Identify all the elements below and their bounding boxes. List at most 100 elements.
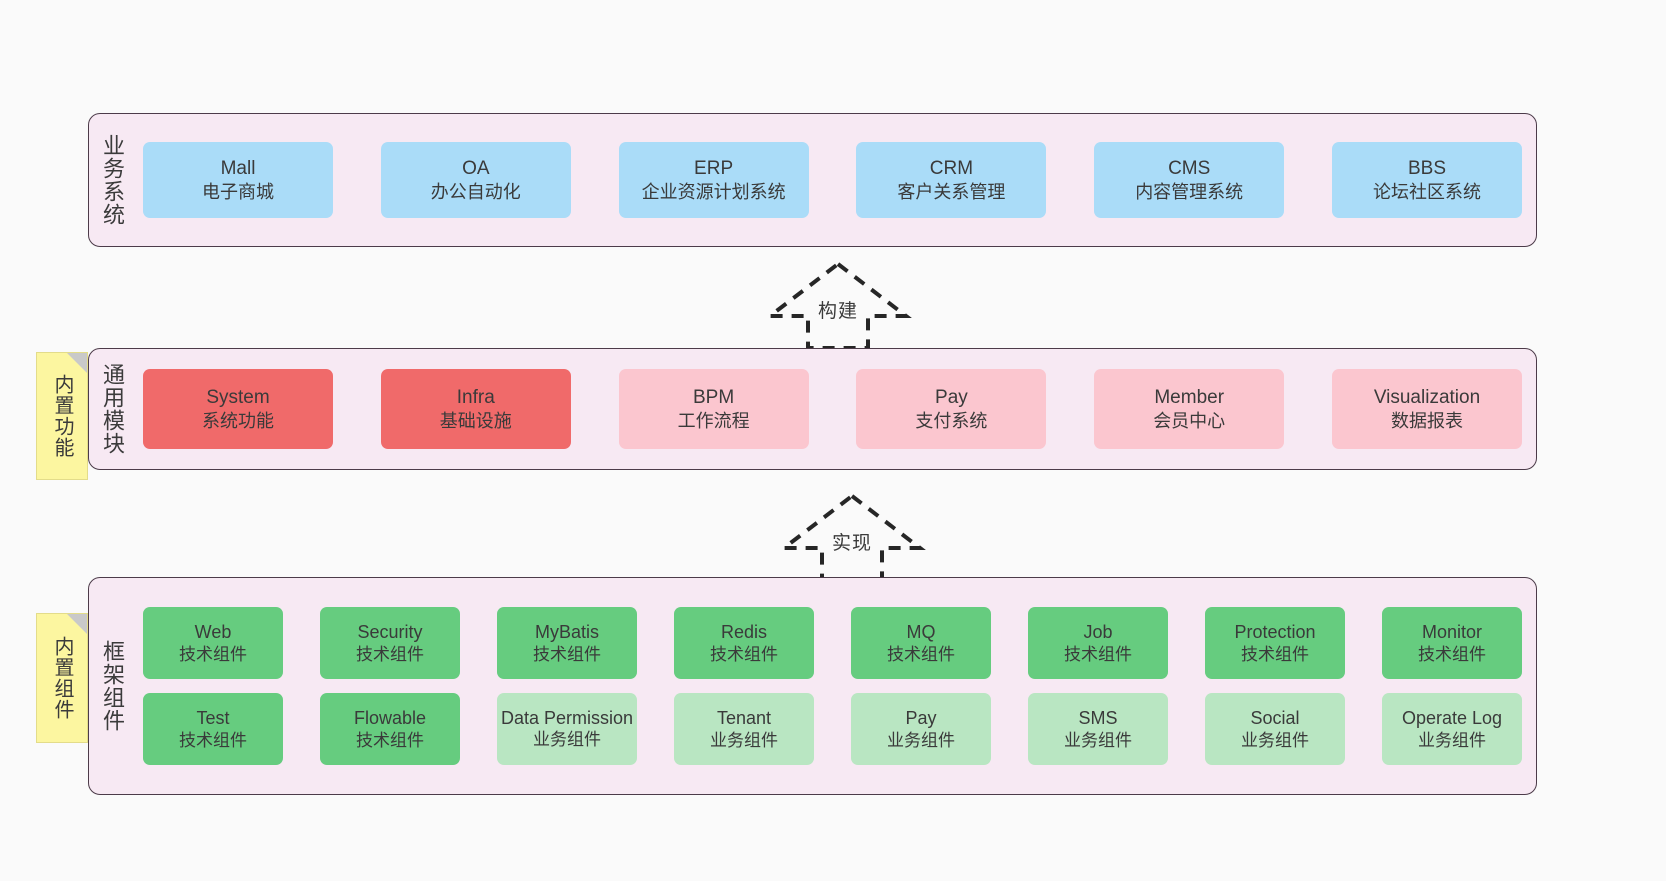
card-bpm[interactable]: BPM 工作流程 <box>618 369 809 449</box>
card-title-en: Tenant <box>716 708 772 729</box>
card-title-en: Infra <box>456 386 495 408</box>
card-title-cn: 技术组件 <box>1241 644 1309 664</box>
card-title-en: Test <box>196 708 230 729</box>
card-title-cn: 论坛社区系统 <box>1372 181 1481 202</box>
note-fold-corner-icon <box>67 353 87 373</box>
note-fold-corner-icon <box>67 614 87 634</box>
card-security[interactable]: Security 技术组件 <box>320 607 460 679</box>
card-mq[interactable]: MQ 技术组件 <box>851 607 991 679</box>
card-oa[interactable]: OA 办公自动化 <box>380 142 571 218</box>
layer-common-modules: 通用模块 System 系统功能 Infra 基础设施 BPM 工作流程 Pay… <box>88 348 1537 470</box>
layer-title-framework-components: 框架组件 <box>99 640 125 732</box>
card-title-en: Job <box>1083 622 1113 643</box>
layer-business-systems: 业务系统 Mall 电子商城 OA 办公自动化 ERP 企业资源计划系统 CRM… <box>88 113 1537 247</box>
card-title-cn: 技术组件 <box>356 644 424 664</box>
card-title-cn: 基础设施 <box>439 410 512 431</box>
card-title-en: Visualization <box>1373 386 1481 408</box>
card-social[interactable]: Social 业务组件 <box>1205 693 1345 765</box>
card-title-cn: 技术组件 <box>1064 644 1132 664</box>
card-title-en: Monitor <box>1421 622 1483 643</box>
card-bbs[interactable]: BBS 论坛社区系统 <box>1331 142 1522 218</box>
card-system[interactable]: System 系统功能 <box>143 369 333 449</box>
card-web[interactable]: Web 技术组件 <box>143 607 283 679</box>
card-crm[interactable]: CRM 客户关系管理 <box>856 142 1047 218</box>
arrow-shape-implement <box>778 493 926 582</box>
card-mall[interactable]: Mall 电子商城 <box>143 142 333 218</box>
card-title-cn: 业务组件 <box>533 729 601 749</box>
card-title-cn: 业务组件 <box>887 730 955 750</box>
card-title-en: BBS <box>1407 157 1446 179</box>
card-title-cn: 客户关系管理 <box>897 181 1006 202</box>
card-tenant[interactable]: Tenant 业务组件 <box>674 693 814 765</box>
card-title-en: Member <box>1154 386 1225 408</box>
card-title-en: OA <box>462 157 490 179</box>
card-title-en: Mall <box>220 157 256 179</box>
card-redis[interactable]: Redis 技术组件 <box>674 607 814 679</box>
card-title-en: Pay <box>905 708 937 729</box>
card-title-en: Data Permission <box>500 708 634 729</box>
card-flowable[interactable]: Flowable 技术组件 <box>320 693 460 765</box>
arrow-label-build: 构建 <box>817 301 858 322</box>
card-title-cn: 工作流程 <box>677 410 750 431</box>
card-title-en: Web <box>194 622 232 643</box>
arrow-shape-build <box>764 261 912 350</box>
card-mybatis[interactable]: MyBatis 技术组件 <box>497 607 637 679</box>
card-title-cn: 技术组件 <box>710 644 778 664</box>
note-label: 内置功能 <box>51 374 73 458</box>
layer-title-business-systems: 业务系统 <box>99 134 125 226</box>
card-pay-component[interactable]: Pay 业务组件 <box>851 693 991 765</box>
card-title-en: SMS <box>1078 708 1118 729</box>
note-builtin-function: 内置功能 <box>36 352 88 480</box>
card-title-en: MyBatis <box>534 622 599 643</box>
card-title-cn: 业务组件 <box>1064 730 1132 750</box>
layer-body-business-systems: Mall 电子商城 OA 办公自动化 ERP 企业资源计划系统 CRM 客户关系… <box>135 114 1536 246</box>
arrow-build: 构建 <box>758 258 918 353</box>
card-sms[interactable]: SMS 业务组件 <box>1028 693 1168 765</box>
arrow-label-implement: 实现 <box>831 533 872 554</box>
card-title-en: Security <box>357 622 423 643</box>
layer-framework-components: 框架组件 Web 技术组件 Security 技术组件 MyBatis 技术组件… <box>88 577 1537 795</box>
card-title-cn: 技术组件 <box>179 644 247 664</box>
card-title-cn: 技术组件 <box>1418 644 1486 664</box>
card-monitor[interactable]: Monitor 技术组件 <box>1382 607 1522 679</box>
card-job[interactable]: Job 技术组件 <box>1028 607 1168 679</box>
card-pay[interactable]: Pay 支付系统 <box>856 369 1047 449</box>
layer-body-framework-components: Web 技术组件 Security 技术组件 MyBatis 技术组件 Redi… <box>135 578 1536 794</box>
card-test[interactable]: Test 技术组件 <box>143 693 283 765</box>
card-data-permission[interactable]: Data Permission 业务组件 <box>497 693 637 765</box>
card-title-cn: 数据报表 <box>1390 410 1463 431</box>
card-title-en: MQ <box>906 622 936 643</box>
card-erp[interactable]: ERP 企业资源计划系统 <box>618 142 809 218</box>
card-title-en: ERP <box>694 157 734 179</box>
card-title-cn: 技术组件 <box>356 730 424 750</box>
card-operate-log[interactable]: Operate Log 业务组件 <box>1382 693 1522 765</box>
card-title-en: Operate Log <box>1401 708 1503 729</box>
layer-title-common-modules: 通用模块 <box>99 363 125 455</box>
card-title-cn: 业务组件 <box>710 730 778 750</box>
card-title-en: System <box>206 386 270 408</box>
card-title-cn: 技术组件 <box>179 730 247 750</box>
note-label: 内置组件 <box>51 636 73 720</box>
card-title-cn: 电子商城 <box>202 181 274 202</box>
framework-row-business: Test 技术组件 Flowable 技术组件 Data Permission … <box>143 693 1522 765</box>
card-title-cn: 业务组件 <box>1418 730 1486 750</box>
card-title-en: CMS <box>1168 157 1211 179</box>
card-title-en: BPM <box>693 386 735 408</box>
card-title-cn: 技术组件 <box>887 644 955 664</box>
card-title-en: Protection <box>1234 622 1316 643</box>
card-title-cn: 支付系统 <box>915 410 988 431</box>
card-title-cn: 内容管理系统 <box>1135 181 1244 202</box>
card-title-cn: 系统功能 <box>202 410 274 431</box>
card-protection[interactable]: Protection 技术组件 <box>1205 607 1345 679</box>
card-title-en: Pay <box>935 386 968 408</box>
card-title-cn: 技术组件 <box>533 644 601 664</box>
card-infra[interactable]: Infra 基础设施 <box>380 369 571 449</box>
card-member[interactable]: Member 会员中心 <box>1094 369 1285 449</box>
layer-body-common-modules: System 系统功能 Infra 基础设施 BPM 工作流程 Pay 支付系统… <box>135 349 1536 469</box>
card-cms[interactable]: CMS 内容管理系统 <box>1094 142 1285 218</box>
card-title-cn: 会员中心 <box>1153 410 1226 431</box>
card-visualization[interactable]: Visualization 数据报表 <box>1331 369 1522 449</box>
arrow-implement: 实现 <box>772 490 932 585</box>
card-title-en: Redis <box>720 622 768 643</box>
